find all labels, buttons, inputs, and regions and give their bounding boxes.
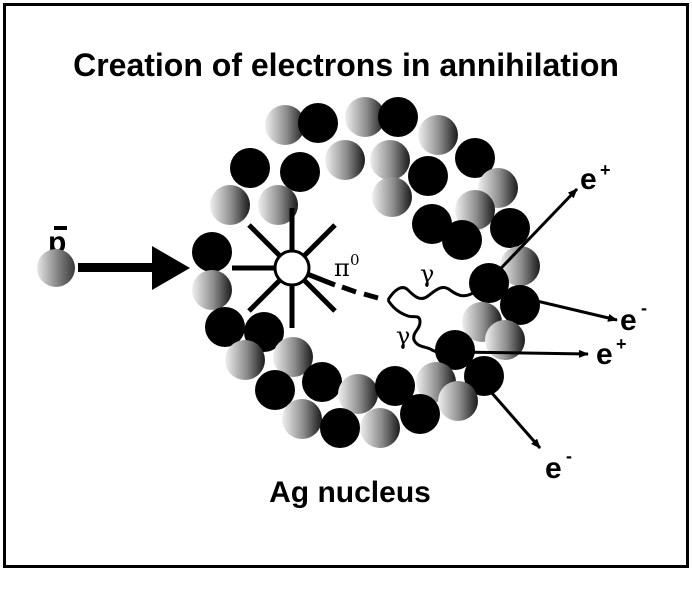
proton-sphere [500, 285, 540, 325]
proton-sphere [205, 307, 245, 347]
electron-track-lower [454, 351, 542, 449]
neutron-sphere [485, 320, 525, 360]
electron-track-upper [481, 286, 618, 322]
proton-sphere [408, 156, 448, 196]
proton-sphere [435, 330, 475, 370]
proton-sphere [400, 394, 440, 434]
nucleus-label: Ag nucleus [269, 476, 431, 509]
proton-sphere [464, 356, 504, 396]
proton-sphere [378, 97, 418, 137]
proton-sphere [302, 362, 342, 402]
antiproton-sphere [37, 249, 75, 287]
neutron-sphere [192, 270, 232, 310]
proton-sphere [412, 204, 452, 244]
neutron-sphere [210, 185, 250, 225]
neutron-sphere [438, 381, 478, 421]
neutron-sphere [282, 399, 322, 439]
neutron-sphere [273, 337, 313, 377]
proton-sphere [230, 148, 270, 188]
neutron-sphere [338, 374, 378, 414]
incoming-arrow [78, 246, 190, 290]
proton-sphere [320, 408, 360, 448]
proton-sphere [192, 232, 232, 272]
neutron-sphere [258, 185, 298, 225]
electron-charge-lower: - [566, 446, 572, 466]
photon-upper [386, 286, 481, 301]
proton-sphere [255, 370, 295, 410]
neutron-sphere [455, 190, 495, 230]
proton-sphere [280, 152, 320, 192]
gamma-label-lower: γ [396, 322, 410, 350]
proton-sphere [490, 208, 530, 248]
neutron-sphere [418, 115, 458, 155]
diagram-frame [3, 3, 689, 568]
neutron-sphere [225, 340, 265, 380]
neutron-sphere [370, 140, 410, 180]
antiproton-bar [54, 226, 67, 230]
positron-charge-upper: + [600, 160, 611, 180]
proton-sphere [375, 366, 415, 406]
proton-sphere [455, 138, 495, 178]
positron-track-lower [455, 349, 589, 358]
electron-charge-upper: - [641, 298, 647, 318]
neutron-sphere [500, 246, 540, 286]
pion-charge: 0 [350, 251, 360, 269]
gamma-label-upper: γ [420, 260, 434, 288]
neutron-sphere [372, 177, 412, 217]
positron-charge-lower: + [616, 334, 627, 354]
pion-label: π [334, 254, 350, 282]
diagram-title: Creation of electrons in annihilation [73, 47, 619, 83]
antiproton: p [37, 226, 75, 287]
photon-lower [386, 299, 455, 354]
positron-label-upper: e [580, 163, 597, 196]
positron-track-upper [480, 187, 579, 290]
proton-sphere [298, 103, 338, 143]
pion-track [341, 284, 379, 301]
proton-sphere [244, 312, 284, 352]
neutron-sphere [265, 105, 305, 145]
neutron-sphere [360, 408, 400, 448]
annihilation-point [273, 249, 311, 287]
proton-sphere [442, 220, 482, 260]
neutron-sphere [325, 140, 365, 180]
positron-label-lower: e [596, 338, 613, 371]
neutron-sphere [345, 97, 385, 137]
electron-label-lower: e [545, 452, 562, 485]
electron-label-upper: e [620, 304, 637, 337]
nucleus-nucleons [192, 97, 540, 448]
